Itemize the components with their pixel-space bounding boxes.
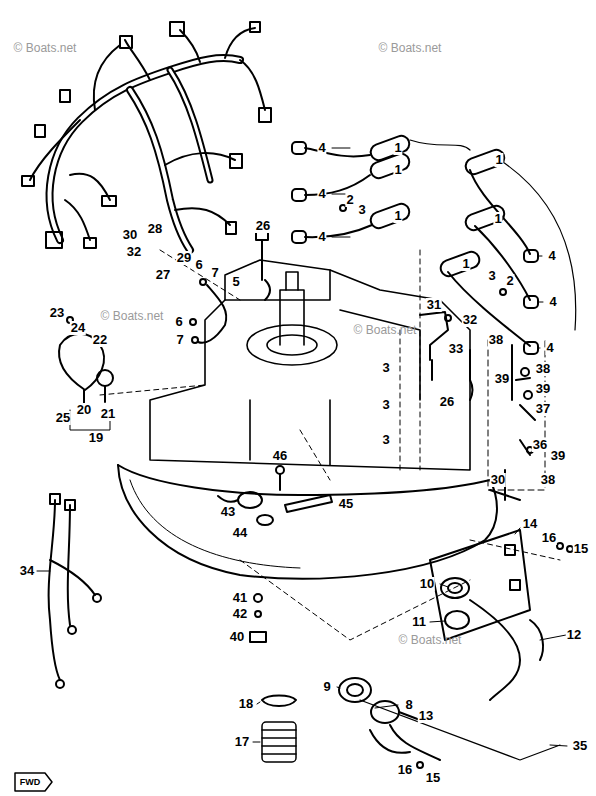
callout-number: 1 — [493, 212, 502, 226]
callout-number: 30 — [122, 228, 138, 242]
callout-number: 30 — [490, 473, 506, 487]
plug-caps — [292, 142, 538, 354]
callout-number: 11 — [411, 615, 427, 629]
callout-number: 37 — [535, 402, 551, 416]
callout-number: 3 — [381, 361, 390, 375]
callout-number: 12 — [566, 628, 582, 642]
callout-number: 17 — [234, 735, 250, 749]
callout-number: 1 — [461, 257, 470, 271]
callout-number: 7 — [175, 333, 184, 347]
callout-number: 36 — [532, 438, 548, 452]
callout-number: 4 — [317, 230, 326, 244]
callout-number: 6 — [194, 258, 203, 272]
callout-number: 3 — [487, 269, 496, 283]
callout-number: 16 — [397, 763, 413, 777]
callout-number: 2 — [505, 274, 514, 288]
callout-number: 26 — [439, 395, 455, 409]
callout-number: 45 — [338, 497, 354, 511]
callout-number: 2 — [345, 193, 354, 207]
callout-number: 21 — [100, 407, 116, 421]
callout-number: 13 — [418, 709, 434, 723]
callout-number: 24 — [70, 321, 86, 335]
callout-number: 8 — [404, 698, 413, 712]
callout-number: 38 — [535, 362, 551, 376]
callout-number: 19 — [88, 431, 104, 445]
callout-number: 27 — [155, 268, 171, 282]
callout-number: 46 — [272, 449, 288, 463]
callout-number: 4 — [317, 187, 326, 201]
callout-number: 34 — [19, 564, 35, 578]
callout-number: 16 — [541, 531, 557, 545]
bottom-cowling — [118, 465, 497, 579]
wire-harness — [22, 22, 271, 250]
callout-number: 6 — [174, 315, 183, 329]
fwd-arrow — [15, 773, 52, 791]
watermark: © Boats.net — [13, 41, 78, 55]
callout-number: 3 — [357, 203, 366, 217]
watermark: © Boats.net — [398, 633, 463, 647]
callout-number: 25 — [55, 411, 71, 425]
callout-number: 29 — [176, 251, 192, 265]
callout-number: 35 — [572, 739, 588, 753]
callout-number: 4 — [317, 141, 326, 155]
callout-number: 32 — [462, 313, 478, 327]
direction-label: FWD — [19, 775, 42, 789]
switch-panel — [430, 530, 573, 700]
callout-number: 1 — [393, 163, 402, 177]
callout-number: 43 — [220, 505, 236, 519]
callout-number: 42 — [232, 607, 248, 621]
wire-lead-34 — [49, 494, 101, 688]
callout-number: 4 — [545, 341, 554, 355]
callout-number: 39 — [550, 449, 566, 463]
callout-number: 4 — [547, 249, 556, 263]
callout-number: 1 — [393, 209, 402, 223]
callout-number: 23 — [49, 306, 65, 320]
callout-number: 4 — [548, 295, 557, 309]
callout-number: 9 — [322, 680, 331, 694]
callout-number: 18 — [238, 697, 254, 711]
callout-number: 38 — [540, 473, 556, 487]
callout-number: 39 — [535, 382, 551, 396]
watermark: © Boats.net — [353, 323, 418, 337]
callout-number: 32 — [126, 245, 142, 259]
callout-number: 33 — [448, 342, 464, 356]
callout-number: 7 — [210, 266, 219, 280]
callout-number: 20 — [76, 403, 92, 417]
callout-number: 15 — [425, 771, 441, 785]
ignition-coils — [305, 134, 576, 346]
callout-number: 28 — [147, 222, 163, 236]
callout-number: 1 — [494, 153, 503, 167]
callout-number: 22 — [92, 333, 108, 347]
callout-number: 15 — [573, 542, 589, 556]
callout-number: 1 — [393, 141, 402, 155]
callout-number: 38 — [488, 333, 504, 347]
callout-number: 3 — [381, 433, 390, 447]
engine-block — [150, 260, 470, 470]
callout-number: 14 — [522, 517, 538, 531]
callout-number: 31 — [426, 298, 442, 312]
callout-number: 40 — [229, 630, 245, 644]
callout-number: 3 — [381, 398, 390, 412]
callout-number: 5 — [231, 275, 240, 289]
watermark: © Boats.net — [378, 41, 443, 55]
callout-number: 44 — [232, 526, 248, 540]
leader-lines — [100, 250, 560, 640]
callout-number: 10 — [419, 577, 435, 591]
watermark: © Boats.net — [100, 309, 165, 323]
callout-number: 39 — [494, 372, 510, 386]
callout-number: 26 — [255, 219, 271, 233]
callout-number: 41 — [232, 591, 248, 605]
spring — [262, 722, 296, 762]
